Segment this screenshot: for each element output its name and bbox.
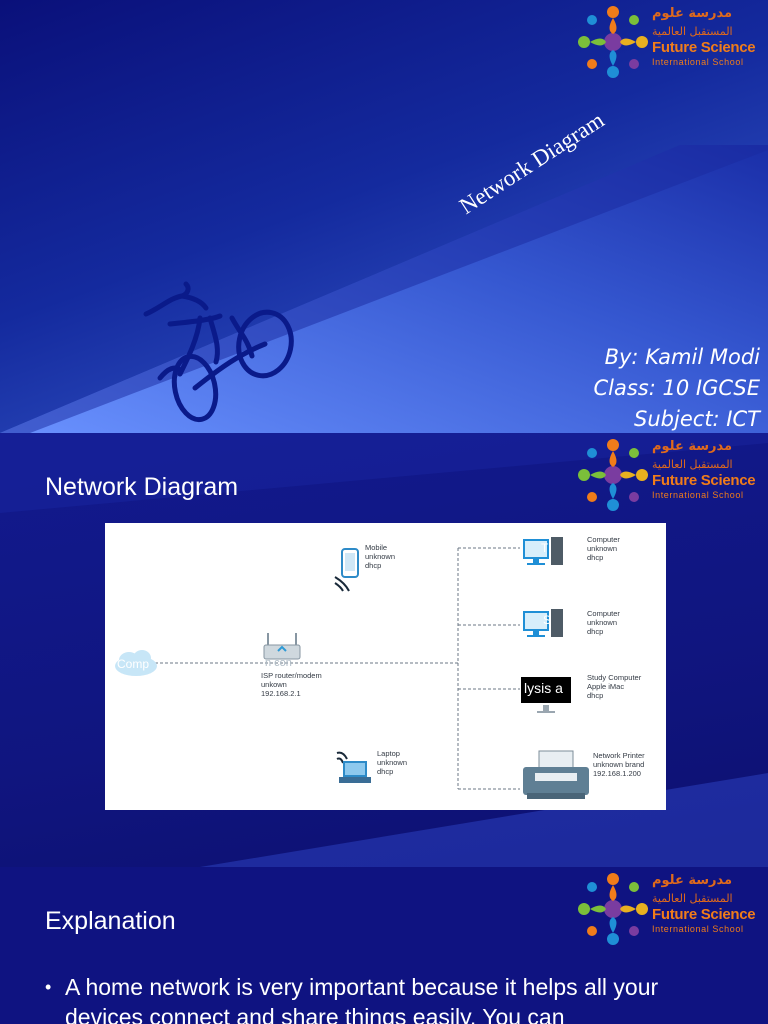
- logo-emblem-icon: [578, 6, 648, 78]
- router-icon: [263, 633, 301, 660]
- logo-english-subtitle: International School: [652, 57, 744, 67]
- school-logo: مدرسة علوم المستقبل العالمية Future Scie…: [578, 4, 758, 84]
- logo-english-name: Future Science: [652, 472, 756, 489]
- laptop-icon: [336, 751, 371, 783]
- computer1-screen-text: T: [541, 541, 549, 555]
- mobile-label: Mobile unknown dhcp: [365, 543, 396, 570]
- logo-arabic-subtitle: المستقبل العالمية: [652, 458, 733, 471]
- logo-arabic-subtitle: المستقبل العالمية: [652, 25, 733, 38]
- bullet-text: A home network is very important because…: [65, 974, 659, 1024]
- logo-arabic-subtitle: المستقبل العالمية: [652, 892, 733, 905]
- title-slide: Network Diagram By: Kamil Modi Class: 10…: [0, 0, 768, 433]
- cyclist-icon: [143, 281, 294, 423]
- network-diagram: Comp n con ISP router/modem unkown 192.1…: [105, 523, 666, 810]
- computer1-label: Computer unknown dhcp: [587, 535, 620, 562]
- logo-english-name: Future Science: [652, 39, 756, 56]
- router-overlay-text: n con: [265, 657, 292, 669]
- logo-english-name: Future Science: [652, 906, 756, 923]
- laptop-label: Laptop unknown dhcp: [377, 749, 408, 776]
- slide2-diagonal-band: [0, 433, 768, 867]
- cloud-icon: [115, 650, 157, 676]
- cloud-overlay-text: Comp: [117, 657, 150, 671]
- computer2-label: Computer unknown dhcp: [587, 609, 620, 636]
- printer-icon: [523, 750, 589, 799]
- subject-line: Subject: ICT: [634, 407, 760, 431]
- diagonal-band: [0, 145, 768, 433]
- logo-emblem-icon: [578, 439, 648, 511]
- logo-arabic-name: مدرسة علوم: [652, 439, 733, 454]
- desktop-computer-icon: [523, 537, 563, 565]
- study-computer-label: Study Computer Apple iMac dhcp: [587, 673, 642, 700]
- author-line: By: Kamil Modi: [604, 345, 760, 369]
- mobile-phone-icon: [334, 548, 359, 592]
- slide-title: Explanation: [45, 907, 176, 935]
- printer-label: Network Printer unknown brand 192.168.1.…: [593, 751, 645, 778]
- logo-emblem-icon: [578, 873, 648, 945]
- slide-title: Network Diagram: [45, 473, 239, 501]
- router-label: ISP router/modem unkown 192.168.2.1: [261, 671, 322, 698]
- school-logo: مدرسة علوم المستقبل العالمية Future Scie…: [578, 871, 758, 951]
- school-logo: مدرسة علوم المستقبل العالمية Future Scie…: [578, 437, 758, 517]
- imac-icon: [521, 677, 571, 713]
- explanation-slide: Explanation مدرسة علوم المستقبل العالمية…: [0, 867, 768, 1024]
- logo-english-subtitle: International School: [652, 490, 744, 500]
- diagram-lines: [145, 547, 520, 790]
- network-diagram-slide: Network Diagram مدرسة علوم المستقبل العا…: [0, 433, 768, 867]
- computer2-screen-text: S: [543, 613, 552, 627]
- logo-arabic-name: مدرسة علوم: [652, 6, 733, 21]
- imac-screen-text: lysis a: [524, 680, 563, 696]
- logo-arabic-name: مدرسة علوم: [652, 873, 733, 888]
- class-line: Class: 10 IGCSE: [593, 376, 760, 400]
- desktop-computer-icon: [523, 609, 563, 637]
- bullet-dot-icon: •: [45, 977, 52, 997]
- logo-english-subtitle: International School: [652, 924, 744, 934]
